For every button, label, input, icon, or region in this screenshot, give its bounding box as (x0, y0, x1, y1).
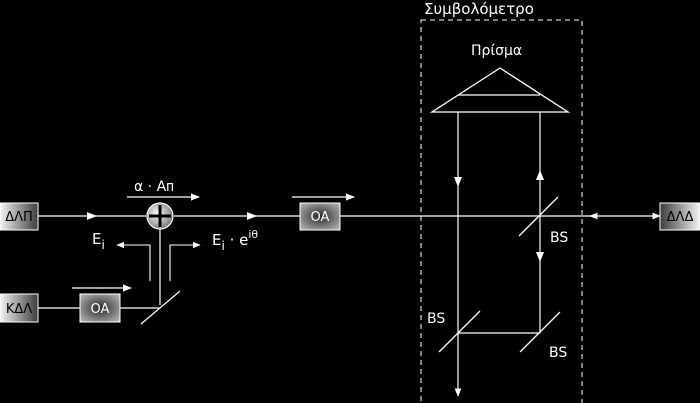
main-beam-arrowhead-2 (247, 212, 257, 220)
detector-right-label: ΔΛΔ (667, 210, 694, 225)
beam-splitter-bottom-right (519, 311, 561, 353)
bottom-mirror (140, 290, 181, 325)
bs-label-right: BS (550, 230, 568, 246)
main-beam-arrowhead-1 (87, 212, 97, 220)
right-path-arrowhead-down (536, 252, 544, 262)
field-out-label: Ei · eiθ (212, 228, 258, 253)
amplifier-bottom-label: OA (91, 302, 110, 317)
prism-label: Πρίσμα (471, 43, 522, 59)
source-left-box: ΔΛΠ (0, 202, 39, 231)
beam-splitter-right (518, 196, 559, 237)
feedback-left-branch (116, 241, 151, 281)
field-in-label: Ei (92, 230, 105, 252)
left-path-arrowhead (454, 177, 462, 187)
detector-right-box: ΔΛΔ (659, 202, 700, 231)
amplifier-bottom-box: OA (79, 293, 121, 323)
amplifier-main-label: OA (311, 210, 330, 225)
combiner-label: α · Aᴨ (134, 179, 174, 195)
beam-splitter-bottom-left (438, 310, 481, 353)
source-bottom-box: ΚΔΛ (0, 293, 39, 323)
interferometer-frame (420, 19, 583, 403)
bs-label-bottom-left: BS (427, 311, 445, 327)
bs-label-bottom-right: BS (549, 345, 567, 361)
interferometer-title: Συμβολόμετρο (424, 0, 534, 18)
prism-shape (429, 67, 571, 113)
source-bottom-label: ΚΔΛ (6, 302, 32, 317)
feedback-right-branch (169, 241, 201, 281)
amplifier-main-box: OA (299, 202, 341, 231)
right-path-arrowhead-up (536, 170, 544, 180)
source-left-label: ΔΛΠ (5, 210, 33, 225)
